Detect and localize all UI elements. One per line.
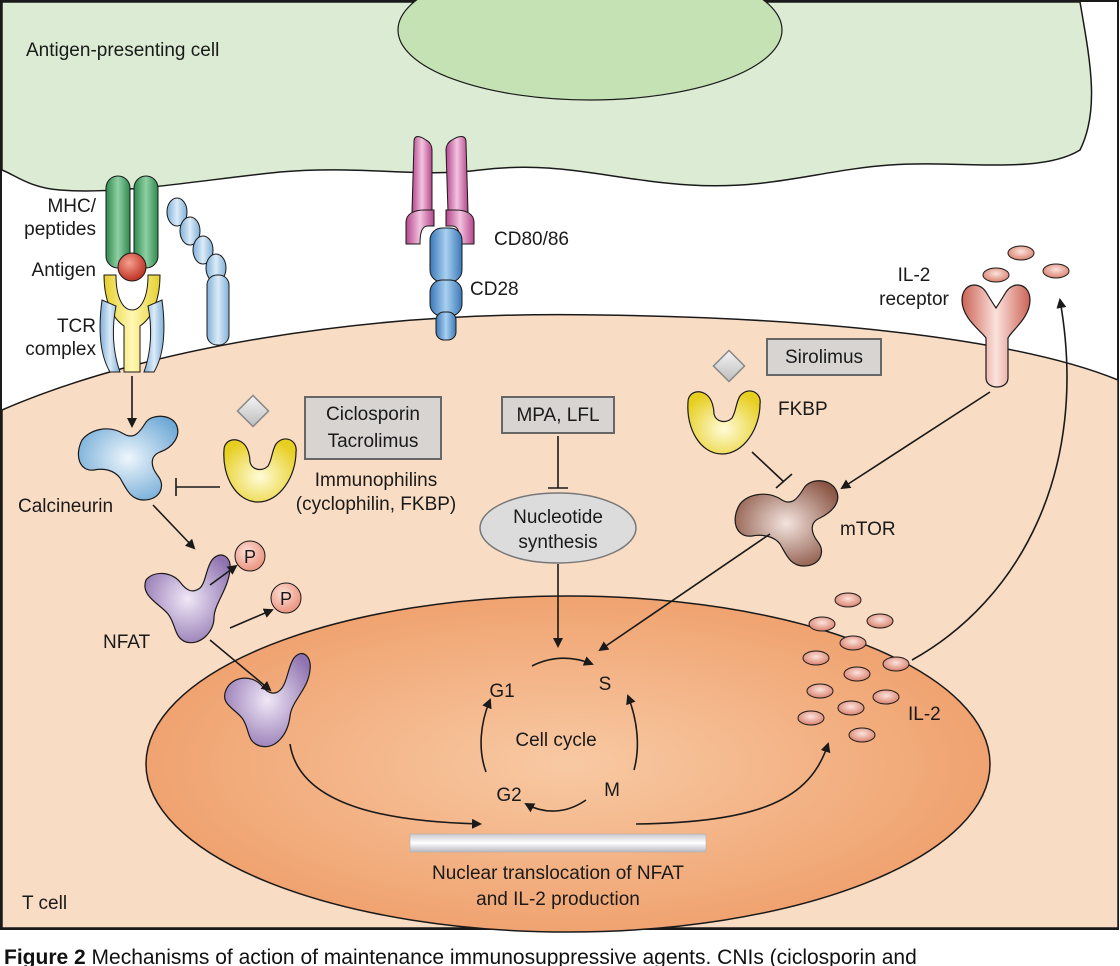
arrow-nfat-to-translocation bbox=[289, 743, 482, 829]
phosphate-1 bbox=[234, 540, 266, 572]
arrow-il2-secretion bbox=[911, 298, 1068, 661]
figure-caption: Figure 2 Mechanisms of action of mainten… bbox=[4, 946, 1116, 966]
cycle-arrow-g2-g1 bbox=[480, 698, 492, 773]
label-mpa-lfl: MPA, LFL bbox=[516, 405, 599, 426]
label-il2: IL-2 bbox=[908, 704, 941, 725]
nucleotide-synthesis-ellipse bbox=[479, 492, 637, 564]
t-cell-nucleus bbox=[145, 595, 991, 933]
arrow-dephosphorylation-1 bbox=[209, 564, 238, 586]
label-t-cell: T cell bbox=[22, 893, 67, 914]
drug-diamond-right bbox=[712, 349, 746, 383]
fkbp-shape bbox=[687, 390, 761, 455]
arrow-dephosphorylation-2 bbox=[229, 608, 274, 629]
label-tacrolimus: Tacrolimus bbox=[328, 431, 419, 452]
label-cell-cycle: Cell cycle bbox=[515, 730, 596, 751]
cycle-arrow-s-m bbox=[626, 694, 639, 771]
label-nucleotide-line2: synthesis bbox=[518, 532, 597, 553]
label-ciclosporin: Ciclosporin bbox=[326, 404, 420, 425]
label-g2: G2 bbox=[496, 785, 521, 806]
pathway-arrows bbox=[127, 298, 1068, 829]
il2-free-particles bbox=[982, 245, 1070, 283]
arrow-nfat-to-nucleus bbox=[209, 639, 272, 692]
label-phosphate-2: P bbox=[280, 589, 292, 609]
label-tcr-line2: complex bbox=[25, 339, 96, 360]
mhc-molecule bbox=[105, 175, 159, 269]
label-immunophilins-line2: (cyclophilin, FKBP) bbox=[296, 494, 457, 515]
label-s: S bbox=[599, 674, 612, 695]
label-immunophilins-line1: Immunophilins bbox=[315, 470, 438, 491]
label-sirolimus: Sirolimus bbox=[785, 347, 863, 368]
label-antigen: Antigen bbox=[32, 260, 96, 281]
co-receptor-chain bbox=[166, 197, 230, 346]
label-mhc-line1: MHC/ bbox=[47, 196, 96, 217]
label-calcineurin: Calcineurin bbox=[18, 496, 113, 517]
label-nfat: NFAT bbox=[103, 632, 151, 653]
inhibit-fkbp-mtor bbox=[751, 451, 785, 483]
label-nuclear-line2: and IL-2 production bbox=[476, 889, 640, 910]
cycle-arrow-m-g2 bbox=[524, 799, 587, 813]
label-nucleotide-line1: Nucleotide bbox=[513, 507, 603, 528]
mpa-lfl-box bbox=[501, 396, 615, 434]
arrow-mtor-to-s bbox=[598, 533, 771, 652]
label-fkbp: FKBP bbox=[778, 399, 828, 420]
label-il2-receptor-line1: IL-2 bbox=[898, 265, 931, 286]
tcr-complex bbox=[99, 274, 165, 373]
label-cd28: CD28 bbox=[470, 279, 519, 300]
sirolimus-box bbox=[766, 338, 882, 376]
arrow-calcineurin-to-nfat bbox=[152, 504, 196, 550]
nuclear-translocation-bar bbox=[409, 833, 707, 853]
arrow-il2r-to-mtor bbox=[840, 391, 991, 490]
label-g1: G1 bbox=[489, 681, 514, 702]
label-mtor: mTOR bbox=[840, 519, 896, 540]
antigen-dot bbox=[117, 252, 147, 282]
inhibit-fkbp-mtor-bar bbox=[775, 473, 793, 489]
phosphate-2 bbox=[270, 582, 302, 614]
label-cd80-86: CD80/86 bbox=[494, 229, 569, 250]
cd80-86-molecule bbox=[405, 136, 475, 245]
label-nuclear-line1: Nuclear translocation of NFAT bbox=[432, 863, 684, 884]
label-tcr-line1: TCR bbox=[57, 316, 96, 337]
immunophilin-shape bbox=[223, 438, 297, 503]
cycle-arrow-g1-s bbox=[531, 656, 594, 667]
label-antigen-presenting-cell: Antigen-presenting cell bbox=[26, 40, 219, 61]
drug-diamond-left bbox=[236, 394, 270, 428]
apc-nucleus bbox=[397, 0, 783, 101]
arrow-translocation-to-il2 bbox=[635, 742, 831, 825]
label-mhc-line2: peptides bbox=[24, 219, 96, 240]
caption-text: Mechanisms of action of maintenance immu… bbox=[85, 946, 917, 966]
label-phosphate-1: P bbox=[244, 547, 256, 567]
label-il2-receptor-line2: receptor bbox=[879, 289, 949, 310]
cd28-molecule bbox=[429, 227, 463, 341]
figure-number: Figure 2 bbox=[4, 946, 86, 966]
il2-nuclear-particles bbox=[797, 592, 910, 743]
il2-receptor bbox=[961, 284, 1031, 388]
calcineurin-shape bbox=[77, 415, 179, 501]
nfat-nucleus-shape bbox=[224, 653, 311, 748]
ciclosporin-box bbox=[304, 396, 442, 460]
label-m: M bbox=[604, 780, 620, 801]
